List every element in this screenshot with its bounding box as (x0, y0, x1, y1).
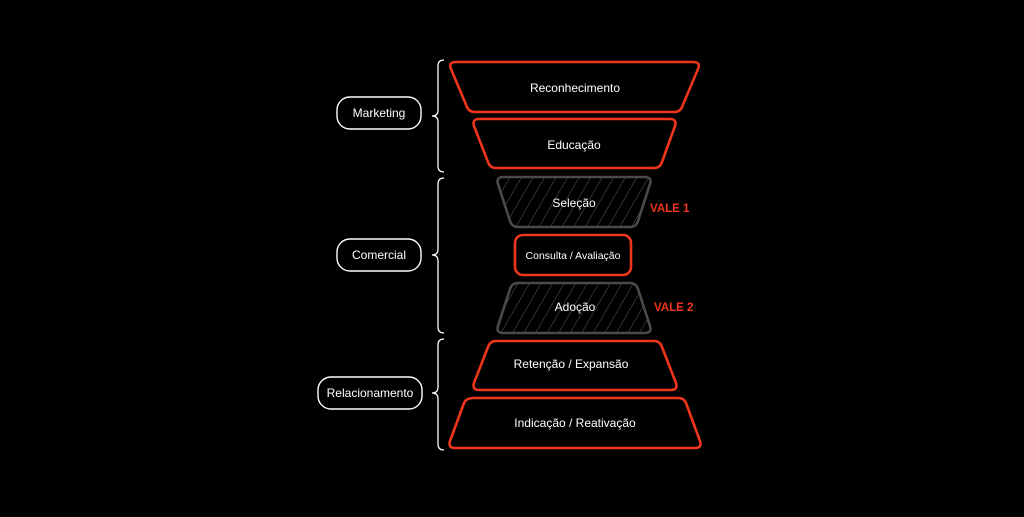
stage-adocao-label: Adoção (555, 300, 596, 314)
stage-indicacao: Indicação / Reativação (448, 396, 702, 450)
stage-retencao-label: Retenção / Expansão (514, 357, 629, 371)
stage-consulta-label: Consulta / Avaliação (526, 250, 621, 262)
stage-educacao-label: Educação (547, 138, 601, 152)
stage-adocao: Adoção (496, 281, 652, 335)
bracket-relacionamento (431, 338, 445, 451)
vale-1-label: VALE 1 (650, 203, 690, 215)
vale-2-label: VALE 2 (654, 302, 693, 314)
group-marketing-label: Marketing (353, 106, 406, 120)
stage-selecao: Seleção (496, 175, 652, 229)
stage-selecao-label: Seleção (552, 196, 596, 210)
bracket-marketing (431, 59, 445, 173)
stage-indicacao-label: Indicação / Reativação (514, 416, 636, 430)
stage-reconhecimento-label: Reconhecimento (530, 81, 620, 95)
group-comercial-label: Comercial (352, 248, 406, 262)
stage-consulta: Consulta / Avaliação (513, 233, 633, 277)
group-marketing: Marketing (336, 96, 422, 130)
stage-retencao: Retenção / Expansão (472, 339, 678, 392)
stage-educacao: Educação (472, 117, 677, 170)
bracket-comercial (431, 177, 445, 334)
stage-reconhecimento: Reconhecimento (448, 60, 701, 114)
group-comercial: Comercial (336, 238, 422, 272)
group-relacionamento-label: Relacionamento (327, 386, 414, 400)
group-relacionamento: Relacionamento (317, 376, 423, 410)
